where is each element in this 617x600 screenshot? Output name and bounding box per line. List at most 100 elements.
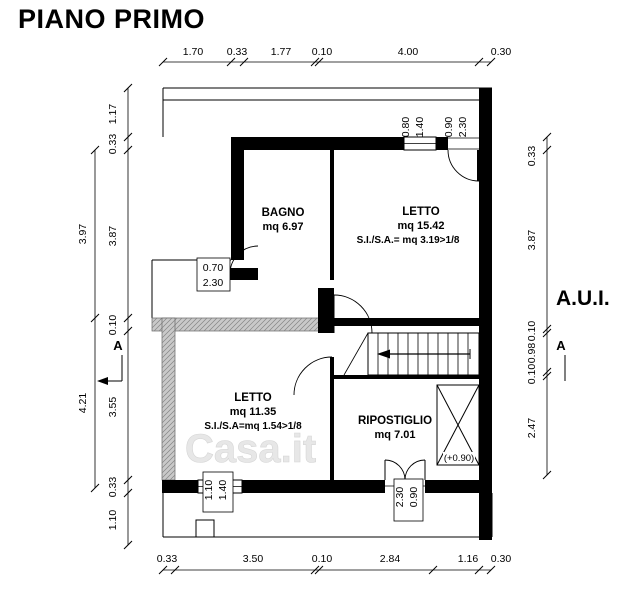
window-bottom-height: 1.40 <box>217 480 229 501</box>
door-leaf <box>330 357 334 395</box>
dimension-tick <box>123 488 133 498</box>
hatch-line <box>198 317 213 332</box>
letto-piccolo-area: mq 11.35 <box>230 406 276 418</box>
dimension-tick <box>90 313 100 323</box>
door-top-width: 0.90 <box>443 117 455 138</box>
hatch-line <box>193 317 208 332</box>
door-leaf <box>477 150 481 181</box>
stair-direction-arrow <box>377 349 390 359</box>
dimension-tick <box>123 475 133 485</box>
hatch-line <box>161 334 176 349</box>
wall-bottom <box>425 480 492 493</box>
dimension-label: 1.70 <box>183 46 204 58</box>
room-labels: BAGNO mq 6.97 LETTO mq 15.42 S.I./S.A.= … <box>204 206 609 464</box>
dimension-tick <box>542 470 552 480</box>
dimension-tick <box>90 145 100 155</box>
partition-letto-ripostiglio <box>330 395 334 480</box>
dimension-label: 0.10 <box>526 321 538 342</box>
hatch-line <box>273 317 288 332</box>
hatch-line <box>161 389 176 404</box>
dimension-label: 3.55 <box>107 397 119 418</box>
hatch-line <box>161 349 176 364</box>
window-bottom-width: 1.10 <box>203 480 215 501</box>
dimension-label: 1.10 <box>107 510 119 531</box>
hatched-wall <box>151 317 335 332</box>
hatch-line <box>173 317 188 332</box>
walls <box>162 88 492 540</box>
hatch-line <box>263 317 278 332</box>
terrace-outline <box>151 87 493 538</box>
wall-top <box>231 137 404 150</box>
staircase <box>343 332 480 376</box>
hatch-line <box>288 317 303 332</box>
hatch-line <box>161 319 176 334</box>
bagno-name: BAGNO <box>262 207 305 219</box>
dimension-label: 0.10 <box>312 553 333 565</box>
dimension-label: 0.33 <box>526 146 538 167</box>
hatch-line <box>188 317 203 332</box>
hatch-line <box>248 317 263 332</box>
wall-stair-bottom <box>334 375 479 379</box>
dimension-tick <box>428 565 438 575</box>
wall-bottom <box>162 480 198 493</box>
door-left-height: 2.30 <box>203 277 224 289</box>
section-arrow <box>97 377 108 385</box>
opening-labels: 0.80 1.40 0.90 2.30 0.70 2.30 1.10 1.40 … <box>196 117 469 522</box>
dimension-tick <box>486 57 496 67</box>
hatch-line <box>151 317 163 329</box>
door-swing-arc <box>404 459 426 481</box>
hatch-line <box>161 374 176 389</box>
door-swing-arc <box>384 459 406 481</box>
hatch-line <box>161 379 176 394</box>
hatch-line <box>151 317 158 324</box>
section-letter: A <box>113 338 123 353</box>
wall-pier <box>318 288 334 333</box>
shaft-level: (+0.90) <box>444 453 474 464</box>
dimension-tick <box>542 145 552 155</box>
dimension-label: 4.00 <box>398 46 419 58</box>
shaft-cross <box>436 384 480 466</box>
hatch-line <box>228 317 243 332</box>
window-bottom-tag-box <box>202 471 234 513</box>
letto-piccolo-name: LETTO <box>234 392 272 404</box>
hatch-line <box>183 317 198 332</box>
ripostiglio-area: mq 7.01 <box>375 429 416 441</box>
dimension-tick <box>542 132 552 142</box>
hatch-line <box>161 404 176 419</box>
wall-mid <box>334 318 479 326</box>
dimension-label: 0.33 <box>107 477 119 498</box>
hatch-line <box>161 369 176 384</box>
doors <box>229 137 484 487</box>
hatched-walls <box>151 317 335 481</box>
hatch-line <box>161 384 176 399</box>
dimension-label: 3.50 <box>243 553 264 565</box>
door-swing-arc <box>293 356 333 396</box>
label-mask <box>443 452 475 464</box>
dimension-tick <box>542 367 552 377</box>
plan-title: PIANO PRIMO <box>18 4 206 34</box>
hatch-line <box>161 439 176 454</box>
hatch-line <box>161 429 176 444</box>
wall-bagno-left <box>231 137 244 260</box>
hatch-line <box>164 469 176 481</box>
section-letter: A <box>556 338 566 353</box>
dimension-label: 0.10 <box>312 46 333 58</box>
hatch-line <box>268 317 283 332</box>
hatch-line <box>178 317 193 332</box>
hatch-line <box>161 419 176 434</box>
hatch-line <box>161 354 176 369</box>
wall-top <box>436 137 448 150</box>
door-bottom-tag-box <box>393 478 424 522</box>
door-bottom-height: 0.90 <box>408 487 420 508</box>
hatch-line <box>203 317 218 332</box>
hatch-line <box>161 317 168 324</box>
dimension-tick <box>123 83 133 93</box>
hatch-line <box>169 474 176 481</box>
dimension-tick <box>542 328 552 338</box>
wall-right <box>479 88 492 540</box>
dimension-tick <box>123 313 133 323</box>
dimension-label: 0.33 <box>157 553 178 565</box>
door-leaf <box>230 268 258 280</box>
